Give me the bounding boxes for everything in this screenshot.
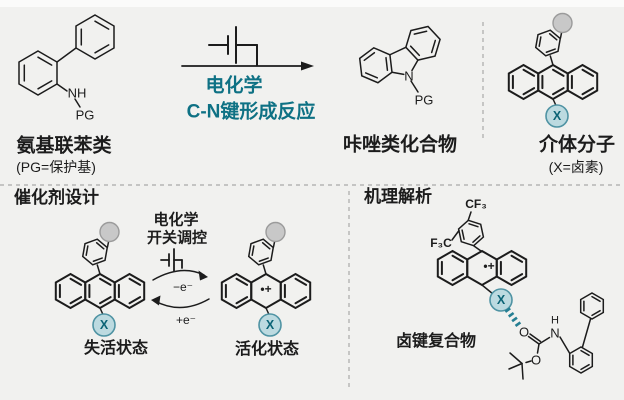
activated-caption: 活化状态 <box>234 341 300 358</box>
halogen-atom-circle <box>489 288 513 312</box>
plus-electron-label: +e⁻ <box>175 313 197 327</box>
ester-o-label: O <box>530 352 542 368</box>
carbonyl-o-label: O <box>518 324 530 340</box>
reactant-note: (PG=保护基) <box>16 159 96 175</box>
top-strip <box>0 0 624 7</box>
arrow-text-line1: 电化学 <box>205 75 263 97</box>
carbamate-h-label: H <box>551 314 559 327</box>
mechanism-x-label: X <box>496 292 506 307</box>
switch-label-line2: 开关调控 <box>146 229 208 247</box>
carbamate-structure <box>508 292 605 380</box>
catalyst-panel-title: 催化剂设计 <box>14 188 99 207</box>
arrowhead <box>301 61 314 71</box>
nh-label: NH <box>67 85 87 101</box>
battery-icon-small <box>160 248 183 272</box>
carbazole-pg-label: PG <box>414 92 434 108</box>
switch-label-line1: 电化学 <box>153 211 199 229</box>
mediator-x-label: X <box>552 108 562 123</box>
deactivated-x-label: X <box>99 317 109 332</box>
pg-label: PG <box>75 107 95 123</box>
mechanism-panel-title: 机理解析 <box>364 187 432 206</box>
arrow-text-line2: C-N键形成反应 <box>186 101 316 123</box>
reactant-structure <box>18 14 115 108</box>
mechanism-radical-label: •+ <box>483 259 495 273</box>
deactivated-caption: 失活状态 <box>83 340 149 357</box>
cf3-label: CF₃ <box>465 197 487 211</box>
minus-electron-label: −e⁻ <box>172 280 194 294</box>
activated-x-label: X <box>265 317 275 332</box>
carbazole-n-label: N <box>404 68 414 84</box>
product-structure <box>358 25 441 93</box>
product-caption: 咔唑类化合物 <box>342 134 458 156</box>
f3c-label: F₃C <box>430 236 452 250</box>
reactant-caption: 氨基联苯类 <box>16 135 112 157</box>
activated-radical-label: •+ <box>260 282 272 296</box>
mediator-note: (X=卤素) <box>548 159 604 175</box>
reduction-arrow <box>154 298 210 309</box>
oxidation-arrow <box>152 269 205 281</box>
battery-icon <box>208 26 258 66</box>
mediator-caption: 介体分子 <box>538 134 616 156</box>
carbamate-n-label: N <box>550 325 560 341</box>
halogen-complex-caption: 卤键复合物 <box>395 333 477 350</box>
halogen-bond <box>504 307 523 329</box>
reaction-arrow <box>181 26 314 71</box>
redox-switch <box>151 248 210 309</box>
mechanism-mediator-structure <box>436 211 528 329</box>
